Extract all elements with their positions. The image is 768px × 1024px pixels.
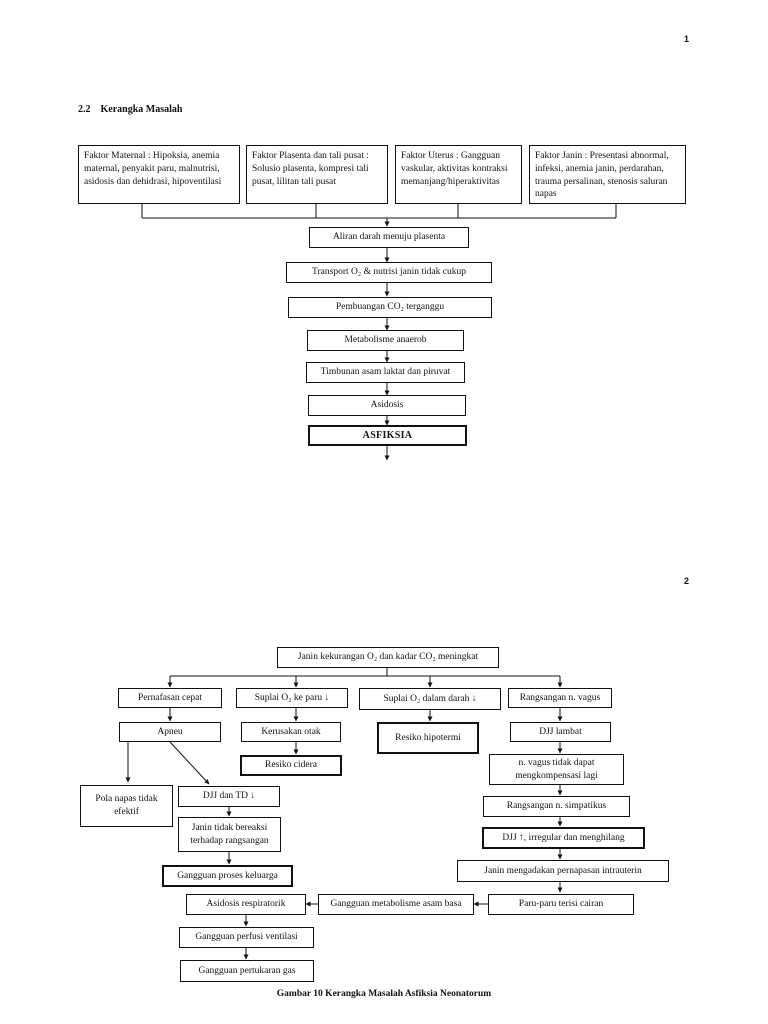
gangguan-keluarga-box: Gangguan proses keluarga	[162, 865, 293, 887]
apneu-box: Apneu	[119, 722, 221, 742]
janin-pernapasan-box: Janin mengadakan pernapasan intrauterin	[457, 860, 669, 882]
factor-janin-box: Faktor Janin : Presentasi abnormal, infe…	[529, 145, 686, 204]
djj-td-box: DJJ dan TD ↓	[178, 786, 280, 807]
factor-uterus-box: Faktor Uterus : Gangguan vaskular, aktiv…	[395, 145, 522, 204]
kerusakan-otak-box: Kerusakan otak	[241, 722, 341, 742]
asfiksia-box: ASFIKSIA	[308, 425, 467, 446]
resiko-hipotermi-box: Resiko hipotermi	[377, 722, 479, 754]
transport-box: Transport O₂ & nutrisi janin tidak cukup	[286, 262, 492, 283]
asidosis-box: Asidosis	[308, 395, 466, 416]
asidosis-respiratorik-box: Asidosis respiratorik	[186, 894, 306, 915]
page-number-1: 1	[684, 34, 690, 44]
pernafasan-box: Pernafasan cepat	[118, 688, 222, 708]
resiko-cidera-box: Resiko cidera	[240, 755, 342, 776]
gangguan-metabolisme-box: Gangguan metabolisme asam basa	[318, 894, 474, 915]
factor-plasenta-box: Faktor Plasenta dan tali pusat : Solusio…	[246, 145, 388, 204]
djj-irregular-box: DJJ ↑, irregular dan menghilang	[482, 827, 645, 849]
section-number: 2.2	[78, 104, 91, 115]
section-heading: 2.2 Kerangka Masalah	[78, 104, 192, 115]
gangguan-perfusi-box: Gangguan perfusi ventilasi	[179, 927, 314, 948]
janin-tidak-box: Janin tidak bereaksi terhadap rangsangan	[178, 817, 281, 852]
suplai-paru-box: Suplai O₂ ke paru ↓	[236, 688, 348, 708]
rangsangan-vagus-box: Rangsangan n. vagus	[508, 688, 612, 708]
metabolisme-box: Metabolisme anaerob	[307, 330, 464, 351]
vagus-tidak-box: n. vagus tidak dapat mengkompensasi lagi	[489, 754, 624, 785]
timbunan-box: Timbunan asam laktat dan piruvat	[306, 362, 465, 383]
factor-maternal-box: Faktor Maternal : Hipoksia, anemia mater…	[78, 145, 240, 204]
page-number-2: 2	[684, 576, 690, 586]
djj-lambat-box: DJJ lambat	[510, 722, 611, 742]
pembuangan-box: Pembuangan CO₂ terganggu	[288, 297, 492, 318]
root-box: Janin kekurangan O₂ dan kadar CO₂ mening…	[277, 647, 499, 668]
pola-napas-box: Pola napas tidak efektif	[80, 785, 173, 827]
aliran-box: Aliran darah menuju plasenta	[309, 227, 469, 248]
figure-caption: Gambar 10 Kerangka Masalah Asfiksia Neon…	[276, 989, 492, 999]
suplai-darah-box: Suplai O₂ dalam darah ↓	[359, 688, 501, 710]
section-title: Kerangka Masalah	[100, 104, 183, 115]
gangguan-pertukaran-box: Gangguan pertukaran gas	[180, 960, 314, 982]
rangsangan-simpatikus-box: Rangsangan n. simpatikus	[483, 796, 630, 817]
paru-cairan-box: Paru-paru terisi cairan	[488, 894, 634, 915]
